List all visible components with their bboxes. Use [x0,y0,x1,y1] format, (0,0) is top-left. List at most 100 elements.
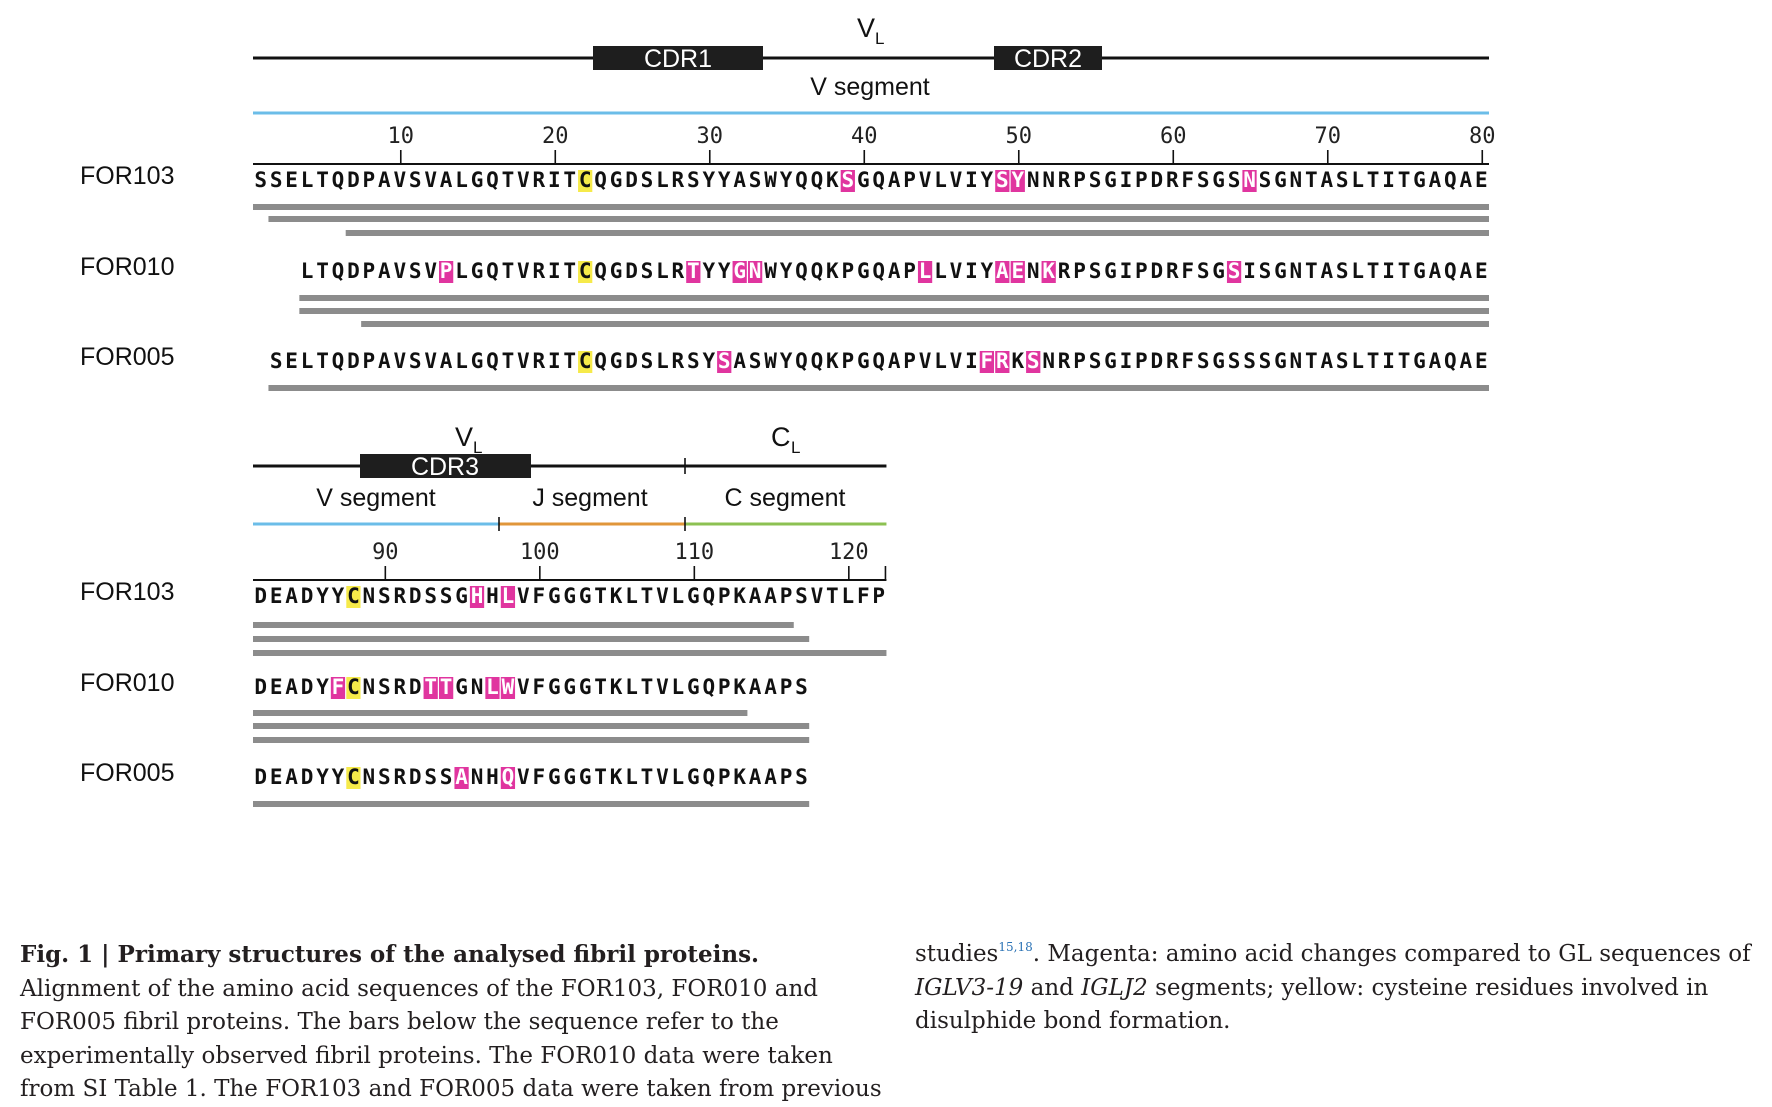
fibril-coverage-bar [253,204,1489,210]
residue: L [455,168,468,192]
residue: V [517,765,530,789]
residue: E [1475,259,1488,283]
residue: S [687,349,700,373]
magenta-highlight [1242,170,1257,192]
residue: S [795,584,808,608]
residue: F [532,584,545,608]
residue: R [393,765,406,789]
magenta-highlight [917,261,933,283]
caption-title: Fig. 1 | Primary structures of the analy… [20,941,760,968]
residue: L [841,584,854,608]
residue: G [857,259,870,283]
residue: E [270,675,283,699]
residue: V [393,259,406,283]
residue: R [1058,259,1071,283]
residue: S [424,765,437,789]
residue: V [424,349,437,373]
residue: S [1259,259,1272,283]
residue: A [378,168,391,192]
residue: A [285,765,298,789]
vl-label: V [857,13,875,43]
residue: G [563,584,576,608]
residue: V [517,675,530,699]
residue: T [594,584,607,608]
residue: Y [702,349,715,373]
residue: I [1120,349,1133,373]
residue: P [718,765,731,789]
residue: V [919,168,932,192]
residue: Q [332,349,345,373]
residue: G [1413,349,1426,373]
residue: V [517,259,530,283]
residue: G [579,675,592,699]
residue: T [641,584,654,608]
yellow-highlight [346,677,361,699]
residue: E [270,584,283,608]
residue: A [749,675,762,699]
residue: G [563,675,576,699]
residue: G [471,259,484,283]
residue: I [965,168,978,192]
residue: I [1382,168,1395,192]
residue: Q [332,168,345,192]
residue: P [780,584,793,608]
residue: C [579,168,592,192]
caption-text-3: and [1023,974,1082,1001]
residue: T [440,675,453,699]
residue: V [950,349,963,373]
residue: F [1181,259,1194,283]
residue: F [981,349,994,373]
residue: F [332,675,345,699]
residue: A [440,349,453,373]
residue: S [409,259,422,283]
figure-caption-continued: studies15,18. Magenta: amino acid change… [915,938,1765,1039]
residue: T [563,349,576,373]
residue: K [826,259,839,283]
residue: S [1336,168,1349,192]
residue: G [563,765,576,789]
residue: E [270,765,283,789]
residue: S [270,349,283,373]
residue: D [254,765,267,789]
magenta-highlight [748,261,763,283]
residue: K [610,765,623,789]
fibril-coverage-bar [345,230,1490,236]
yellow-highlight [346,767,361,789]
residue: P [440,259,453,283]
residue: Y [332,765,345,789]
residue: G [1104,349,1117,373]
residue: Q [332,259,345,283]
residue: G [1104,259,1117,283]
residue: S [378,675,391,699]
ruler-tick-label: 30 [697,124,724,149]
residue: A [996,259,1009,283]
residue: T [1398,259,1411,283]
residue: G [1104,168,1117,192]
residue: P [1073,349,1086,373]
residue: V [811,584,824,608]
residue: D [1150,349,1163,373]
ruler-tick-label: 90 [372,540,399,565]
residue: T [594,675,607,699]
residue: L [625,584,638,608]
residue: G [1212,349,1225,373]
residue: G [548,584,561,608]
yellow-highlight [578,261,593,283]
residue: K [826,168,839,192]
residue: I [1382,259,1395,283]
cdr3-label: CDR3 [411,453,479,481]
residue: K [610,675,623,699]
residue: Q [486,349,499,373]
residue: S [424,584,437,608]
residue: G [1413,168,1426,192]
caption-body: Alignment of the amino acid sequences of… [20,975,882,1103]
residue: K [733,584,746,608]
residue: G [455,675,468,699]
residue: L [656,259,669,283]
residue: G [1274,259,1287,283]
residue: L [301,168,314,192]
residue: Q [594,168,607,192]
